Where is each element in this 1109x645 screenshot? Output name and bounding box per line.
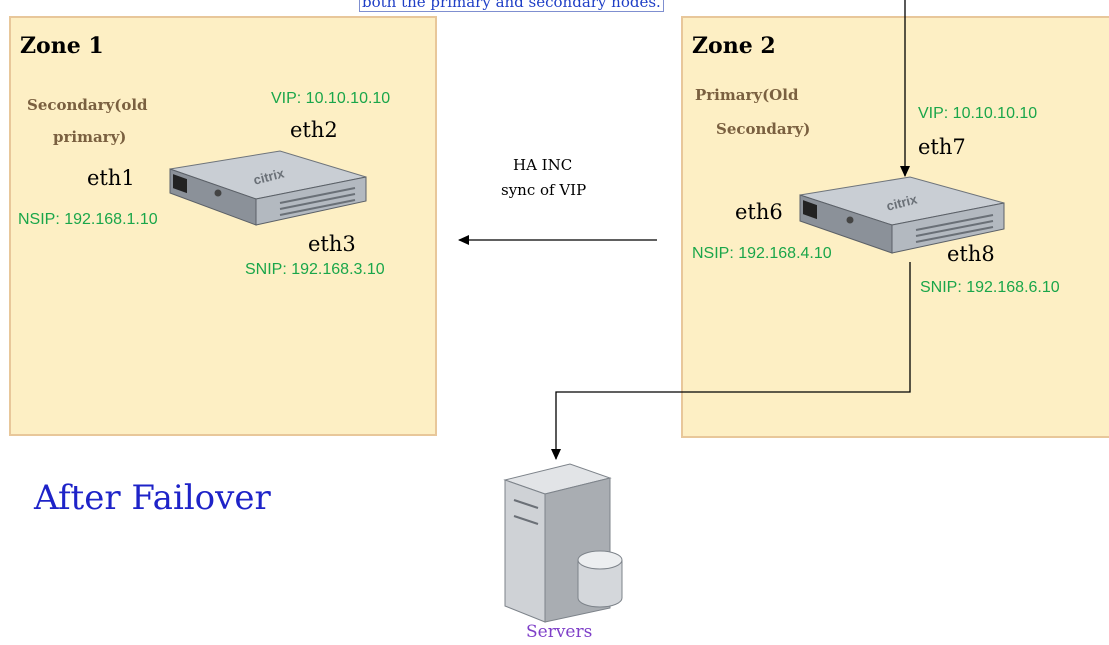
zone-1-vip: VIP: 10.10.10.10 xyxy=(271,90,391,107)
sync-label-line2: sync of VIP xyxy=(501,181,587,199)
citrix-logo-zone-2: citrix xyxy=(885,191,920,213)
zone-1-nsip: NSIP: 192.168.1.10 xyxy=(18,211,158,228)
zone-1-eth3: eth3 xyxy=(308,232,356,256)
zone-2-eth7: eth7 xyxy=(918,135,966,159)
servers-connector-arrow xyxy=(551,262,911,460)
zone-1-role-line2: primary) xyxy=(53,128,127,146)
after-failover-heading: After Failover xyxy=(34,478,271,518)
zone-1-snip: SNIP: 192.168.3.10 xyxy=(245,261,385,278)
sync-label-line1: HA INC xyxy=(513,156,573,174)
zone-1-title: Zone 1 xyxy=(20,33,104,59)
zone-1-eth2: eth2 xyxy=(290,118,338,142)
top-note: both the primary and secondary nodes. xyxy=(359,0,664,12)
zone-2-eth6: eth6 xyxy=(735,200,783,224)
zone-1-eth1: eth1 xyxy=(87,166,135,190)
zone-2-eth8: eth8 xyxy=(947,242,995,266)
zone-2-vip: VIP: 10.10.10.10 xyxy=(918,105,1038,122)
zone-1-box xyxy=(9,16,437,436)
zone-2-role-line1: Primary(Old xyxy=(695,86,799,104)
zone-2-nsip: NSIP: 192.168.4.10 xyxy=(692,245,832,262)
zone-2-role-line2: Secondary) xyxy=(716,120,811,138)
database-icon xyxy=(577,550,623,608)
citrix-logo-zone-1: citrix xyxy=(252,165,287,187)
servers-label: Servers xyxy=(526,622,593,642)
zone-2-title: Zone 2 xyxy=(692,33,776,59)
zone-2-snip: SNIP: 192.168.6.10 xyxy=(920,279,1060,296)
zone-1-role-line1: Secondary(old xyxy=(27,96,148,114)
